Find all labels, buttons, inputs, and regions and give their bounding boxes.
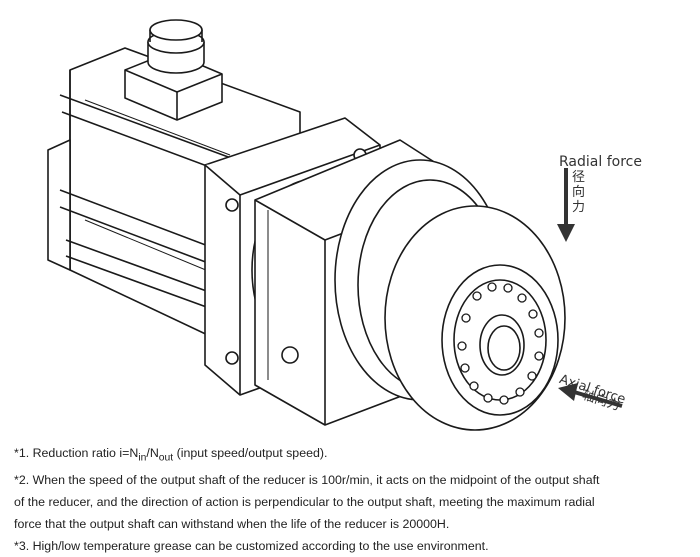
note-2-line-2: of the reducer, and the direction of act…: [14, 495, 595, 510]
radial-force-label-cn: 径向力: [572, 170, 586, 215]
radial-force-label: Radial force: [559, 154, 642, 170]
flange-bolt-holes: [457, 282, 544, 405]
note-2-line-1: *2. When the speed of the output shaft o…: [14, 473, 600, 488]
radial-force-arrow: [557, 168, 575, 242]
output-flange: [384, 205, 566, 431]
note-1: *1. Reduction ratio i=Nin/Nout (input sp…: [14, 446, 328, 464]
motor-connector: [124, 19, 223, 121]
note-3: *3. High/low temperature grease can be c…: [14, 539, 489, 554]
note-2-line-3: force that the output shaft can withstan…: [14, 517, 450, 532]
footnotes: *1. Reduction ratio i=Nin/Nout (input sp…: [14, 442, 690, 557]
axial-force-arrow: [558, 383, 623, 408]
servo-motor-reducer-diagram: [47, 19, 623, 431]
